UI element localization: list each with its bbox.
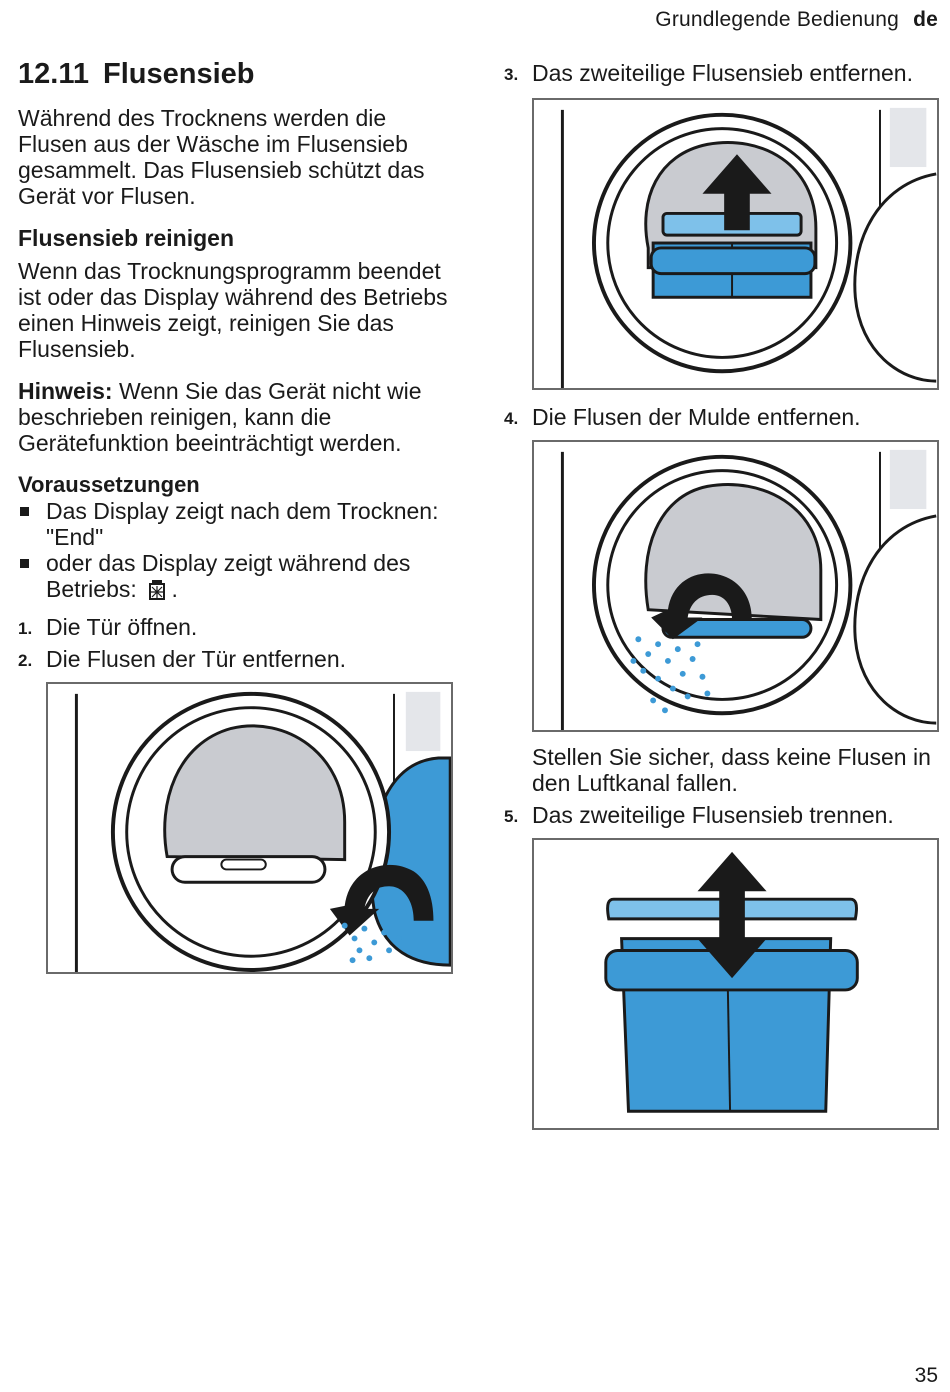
section-heading: 12.11 Flusensieb — [18, 58, 458, 91]
separate-filter-illustration — [604, 851, 859, 1113]
figure-separate-filter — [532, 838, 939, 1130]
prereq-list: Das Display zeigt nach dem Trocknen: "En… — [18, 498, 458, 602]
step-1: 1.Die Tür öffnen. — [18, 614, 198, 640]
right-column: 3.Das zweiteilige Flusensieb entfernen. … — [504, 58, 940, 1130]
rotate-arrow-icon — [329, 864, 434, 936]
intro-text: Während des Trocknens werden die Flusen … — [18, 105, 425, 209]
page-number: 35 — [914, 1364, 938, 1387]
figure-remove-filter — [532, 98, 939, 390]
section-title: Flusensieb — [102, 58, 255, 90]
header-section: Grundlegende Bedienung — [655, 8, 900, 31]
lint-filter-icon — [149, 580, 166, 600]
door-illustration — [74, 691, 451, 972]
subsection-text: Wenn das Trocknungsprogramm beendet ist … — [18, 258, 448, 362]
figure-door-lint — [46, 682, 453, 974]
step-3: 3.Das zweiteilige Flusensieb entfernen. — [504, 60, 913, 86]
left-column: 12.11 Flusensieb Während des Trocknens we… — [18, 58, 458, 974]
note-label: Hinweis: — [18, 378, 113, 404]
prereq-item: oder das Display zeigt während des Betri… — [18, 550, 458, 602]
rotate-arrow-icon — [651, 573, 752, 640]
step-4-note: Stellen Sie sicher, dass keine Flusen in… — [532, 744, 931, 796]
subsection-title: Flusensieb reinigen — [18, 225, 234, 251]
remove-filter-illustration — [560, 107, 937, 388]
tray-illustration — [560, 449, 937, 730]
prereq-item: Das Display zeigt nach dem Trocknen: "En… — [18, 498, 458, 550]
arrow-up-icon — [702, 154, 772, 231]
note: Hinweis: Wenn Sie das Gerät nicht wie be… — [18, 378, 458, 456]
section-number: 12.11 — [18, 58, 89, 90]
header-lang: de — [913, 8, 938, 31]
step-5: 5.Das zweiteilige Flusensieb trennen. — [504, 802, 894, 828]
page-header: Grundlegende Bedienung de — [655, 8, 938, 32]
step-2: 2.Die Flusen der Tür entfernen. — [18, 646, 347, 672]
double-arrow-icon — [697, 851, 767, 979]
note-text: Wenn Sie das Gerät nicht wie beschrieben… — [18, 378, 422, 456]
prereq-title: Voraussetzungen — [18, 472, 200, 497]
step-4: 4.Die Flusen der Mulde entfernen. — [504, 404, 861, 430]
figure-tray-lint — [532, 440, 939, 732]
